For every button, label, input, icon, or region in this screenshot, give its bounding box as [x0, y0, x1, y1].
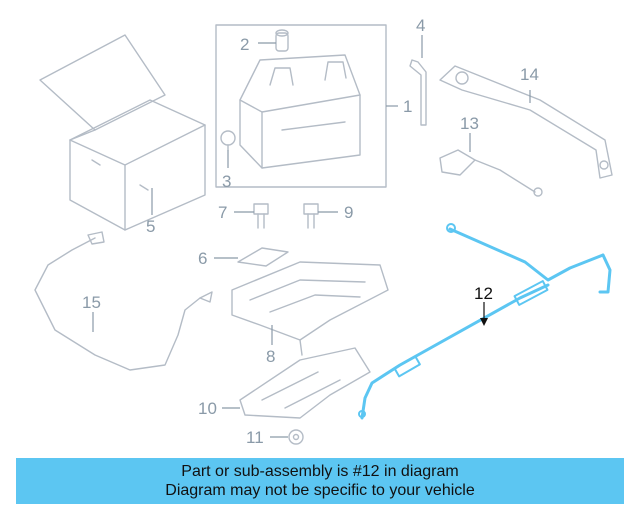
leader-12-arrowhead: [480, 318, 488, 326]
callout-11: 11: [246, 428, 264, 447]
tray-plate-10: [239, 347, 371, 419]
cable-15: [34, 231, 213, 371]
callout-8: 8: [266, 347, 275, 366]
bracket-14: [439, 65, 613, 179]
bracket-6: [237, 247, 289, 267]
battery-tray: [231, 261, 389, 356]
callout-14: 14: [520, 65, 539, 84]
callout-4: 4: [416, 16, 425, 35]
callout-5: 5: [146, 217, 155, 236]
callout-15: 15: [82, 293, 101, 312]
washer-11: [288, 429, 304, 445]
bolt-7: [253, 203, 269, 229]
hold-down-rod: [409, 59, 427, 126]
callout-2: 2: [240, 35, 249, 54]
banner-line-1: Part or sub-assembly is #12 in diagram: [181, 463, 459, 480]
callout-10: 10: [198, 399, 217, 418]
clamp-bolt: [220, 130, 236, 151]
battery-frame: [215, 24, 387, 188]
bolt-9: [303, 203, 319, 229]
callout-12: 12: [474, 284, 493, 303]
terminal-13: [439, 149, 543, 197]
battery-cable-12: [358, 223, 612, 420]
callout-3: 3: [222, 172, 231, 191]
info-banner: Part or sub-assembly is #12 in diagram D…: [16, 458, 624, 504]
callout-7: 7: [218, 203, 227, 222]
banner-line-2: Diagram may not be specific to your vehi…: [165, 482, 475, 499]
callout-13: 13: [460, 114, 479, 133]
callout-1: 1: [403, 97, 412, 116]
vent-plug: [275, 29, 289, 52]
battery-box: [39, 34, 206, 231]
callout-9: 9: [344, 203, 353, 222]
parts-diagram: 1 2 3 4 5 6 7 8 9 10 11 12 13 14 15: [34, 16, 613, 447]
callout-6: 6: [198, 249, 207, 268]
